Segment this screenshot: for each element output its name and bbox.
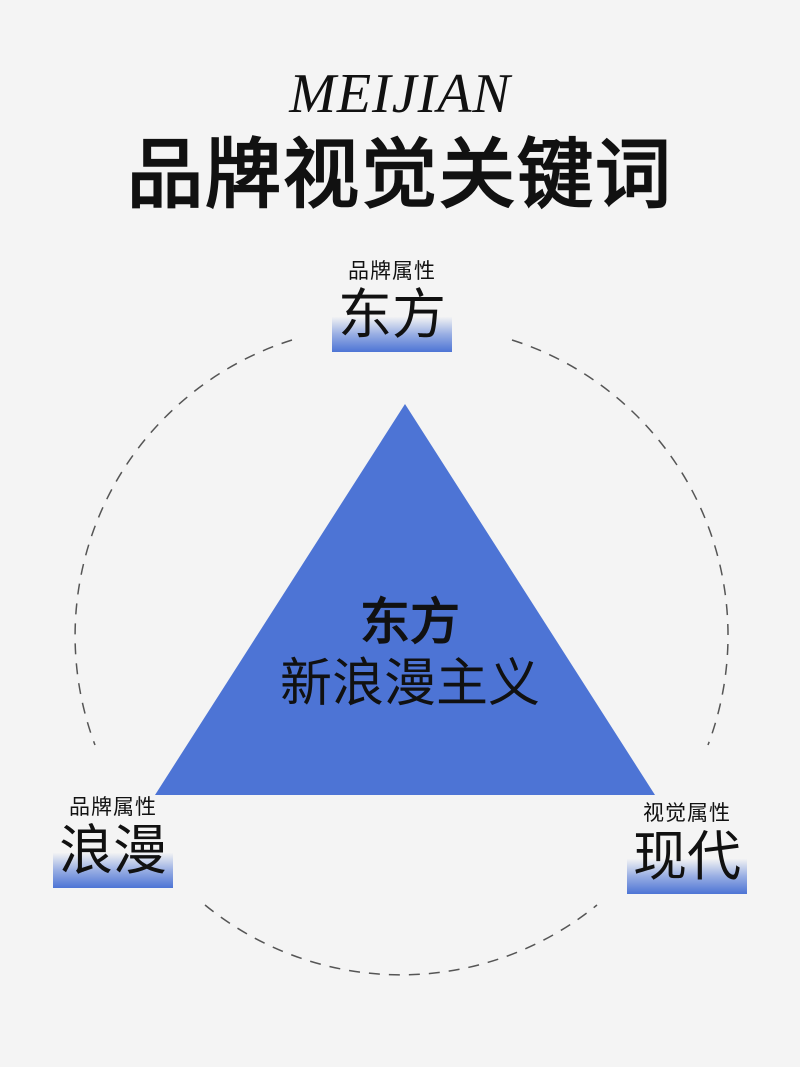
central-keyword-line1: 东方: [360, 592, 460, 651]
node-left-label: 品牌属性: [69, 795, 157, 819]
node-left: 品牌属性 浪漫: [38, 794, 188, 888]
dashed-arc-top-right: [511, 339, 729, 746]
node-top-label: 品牌属性: [348, 259, 436, 283]
brand-name: MEIJIAN: [289, 63, 511, 125]
page-title: 品牌视觉关键词: [127, 130, 673, 219]
node-right-keyword: 现代: [627, 826, 747, 894]
node-top: 品牌属性 东方: [330, 258, 454, 352]
central-triangle: [155, 404, 655, 795]
central-keyword-line2: 新浪漫主义: [279, 654, 540, 714]
dashed-arc-top-left: [74, 339, 293, 746]
node-left-keyword: 浪漫: [53, 820, 173, 888]
dashed-arc-bottom: [204, 904, 598, 976]
node-right-label: 视觉属性: [643, 801, 731, 825]
node-top-keyword: 东方: [332, 284, 452, 352]
node-right: 视觉属性 现代: [612, 800, 762, 894]
central-keyword: 东方 新浪漫主义: [200, 592, 620, 716]
